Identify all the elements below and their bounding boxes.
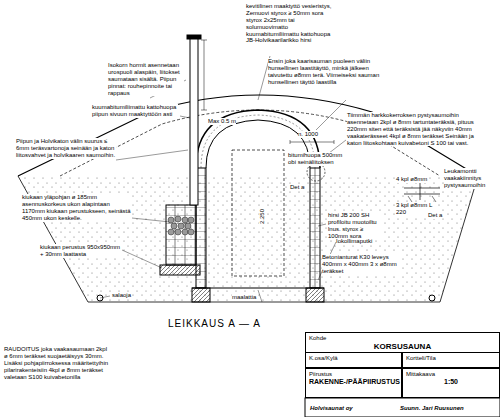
- part-name: maalattia: [232, 294, 256, 301]
- field-label: K.osa/Kylä: [309, 355, 398, 362]
- note: Leukamontti vaakakiinnitys pystysaumoihi…: [444, 168, 494, 189]
- note: Piipun ja Holvikaton välin suurus ≤ 6mm …: [16, 138, 116, 159]
- dimension: 2.250: [259, 209, 266, 224]
- title-block-cell: K.osa/Kylä: [305, 352, 402, 368]
- dimension: n. 1000: [298, 131, 318, 138]
- note: kuumabitumiliimattu kattohuopa piipun si…: [92, 104, 178, 118]
- note: Isokorn hormit asennetaan urospuoli alas…: [108, 62, 184, 96]
- part-name: Iokollimaputki: [336, 238, 372, 245]
- signature: Suunn. Jari Ruusunen: [400, 405, 464, 412]
- section-title: LEIKKAUS A — A: [168, 318, 261, 330]
- rebar-callout: 4 kpl ø8mm: [396, 176, 427, 183]
- note: Tiimmän harkkokerroksen pystysaumoihin a…: [347, 112, 475, 146]
- field-value: 1:50: [406, 378, 496, 386]
- note: RAUDOITUS joka vaakasaumaan 2kpl ø 6mm t…: [4, 346, 112, 380]
- note: Ensin joka kaarisauman puoleen väliin hu…: [268, 58, 392, 86]
- field-value: KORSUSAUNA: [309, 342, 496, 352]
- field-value: RAKENNE-/PÄÄPIIRUSTUS: [309, 378, 398, 386]
- title-block-cell: PiirustusRAKENNE-/PÄÄPIIRUSTUS: [305, 368, 402, 398]
- note: kiukaan perustus 950x950mm + 30mm laatta…: [40, 244, 122, 258]
- note: hirsi JB 200 SH profiloitu muotoiltu lnu…: [328, 212, 384, 240]
- field-label: Mittakaava: [406, 371, 496, 378]
- field-label: Kortteli/Tila: [406, 355, 496, 362]
- note: kiukaan yläpohjan ø 185mm asennuskorkeus…: [22, 194, 132, 222]
- field-label: Kohde: [309, 335, 496, 342]
- field-label: Piirustus: [309, 371, 398, 378]
- note: kevitilinen maaktyttö vesieristys, Zemuo…: [246, 3, 338, 44]
- title-block-cell: Kortteli/Tila: [402, 352, 500, 368]
- title-block-cell: Mittakaava1:50: [402, 368, 500, 398]
- company-logo: Holvisaunat oy: [310, 405, 353, 412]
- dimension: Max 0.5 m: [208, 118, 236, 125]
- detail-tag: Det a: [290, 184, 304, 191]
- part-name: salaoja: [112, 292, 131, 299]
- note: bitumihuopa 500mm obi seinäliitoksen: [288, 152, 346, 166]
- detail-tag: Det a: [428, 212, 442, 219]
- note: Betonianturat K30 leveys 400mm x 400mm 3…: [322, 254, 400, 275]
